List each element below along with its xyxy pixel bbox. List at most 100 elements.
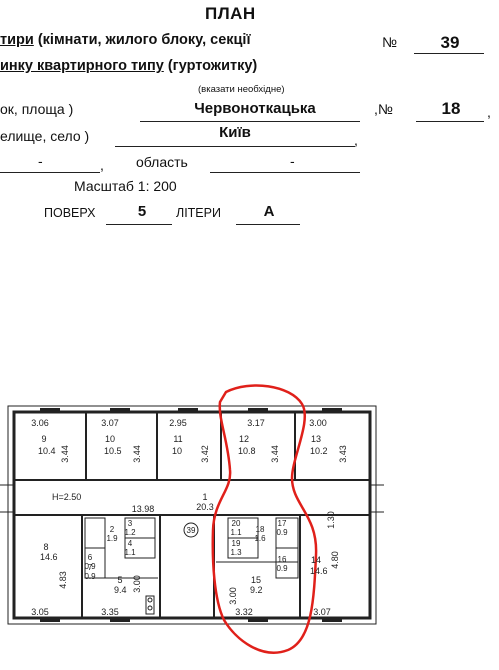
room-number-20: 20 — [232, 519, 241, 528]
room-area-17: 0.9 — [276, 528, 288, 537]
district-comma: , — [100, 157, 104, 173]
room-width-9: 3.06 — [31, 418, 49, 428]
room-number-11: 11 — [173, 434, 182, 444]
room-number-10: 10 — [105, 434, 115, 444]
room-number-2: 2 — [110, 525, 115, 534]
street-label: ок, площа ) — [0, 101, 74, 117]
room-depth-12: 3.44 — [270, 445, 280, 463]
ceiling-height: H=2.50 — [52, 492, 81, 502]
document-type-rest: (кімнати, жилого блоку, секції — [33, 32, 251, 48]
room-number-8: 8 — [43, 542, 48, 552]
room-area-8: 14.6 — [40, 552, 58, 562]
room-depth-8: 4.83 — [58, 571, 68, 589]
city-underline — [115, 146, 355, 147]
room-depth-10: 3.44 — [132, 445, 142, 463]
outer-wall-line — [7, 405, 377, 625]
building-type-rest: (гуртожитку) — [163, 58, 258, 74]
building-type-underlined: инку квартирного типу — [0, 58, 164, 74]
room-width-10: 3.07 — [101, 418, 119, 428]
room-area-13: 10.2 — [310, 446, 328, 456]
room-bottom-dim-14: 3.07 — [313, 607, 331, 617]
room-area-2: 1.9 — [106, 534, 118, 543]
room-width-11: 2.95 — [169, 418, 187, 428]
scale-text: Масштаб 1: 200 — [74, 178, 177, 194]
apartment-marker-circle — [183, 522, 199, 538]
room-number-9: 9 — [41, 434, 46, 444]
room-bottom-dim-5: 3.35 — [101, 607, 119, 617]
floor-value: 5 — [137, 203, 147, 220]
corridor-width-dim: 1.30 — [326, 511, 336, 529]
room-number-16: 16 — [278, 555, 287, 564]
region-label: область — [136, 154, 188, 170]
room-number-13: 13 — [311, 434, 321, 444]
house-number-value: 18 — [441, 99, 461, 118]
document-type-line-2: инку квартирного типу (гуртожитку) — [0, 58, 257, 74]
district-underline — [0, 172, 100, 173]
room-width-13: 3.00 — [309, 418, 327, 428]
city-label: елище, село ) — [0, 128, 90, 144]
room-area-18: 1.6 — [254, 534, 266, 543]
room-depth-5: 3.00 — [132, 575, 142, 593]
room-area-4: 1.1 — [124, 548, 136, 557]
apartment-number-underline — [414, 53, 484, 54]
room-area-6: 0.9 — [84, 562, 96, 571]
room-number-5: 5 — [117, 575, 122, 585]
street-underline — [140, 121, 360, 122]
room-number-7: 7 — [88, 563, 93, 572]
specify-hint: (вказати необхідне) — [198, 84, 285, 95]
room-area-7: 0.9 — [84, 572, 96, 581]
city-comma: , — [354, 132, 358, 148]
letter-value: А — [263, 203, 275, 220]
room-area-5: 9.4 — [114, 585, 127, 595]
room-number-12: 12 — [239, 434, 249, 444]
room-bottom-dim-8: 3.05 — [31, 607, 49, 617]
room-number-17: 17 — [278, 519, 287, 528]
room-number-15: 15 — [251, 575, 261, 585]
room-number-14: 14 — [311, 555, 321, 565]
room-bottom-dim-15: 3.32 — [235, 607, 253, 617]
room-depth-9: 3.44 — [60, 445, 70, 463]
house-number-underline — [416, 121, 484, 122]
room-number-4: 4 — [128, 539, 133, 548]
room-area-3: 1.2 — [124, 528, 136, 537]
room-depth-13: 3.43 — [338, 445, 348, 463]
letter-label: ЛІТЕРИ — [176, 206, 221, 220]
floor-label: ПОВЕРХ — [44, 206, 96, 220]
room-number-1: 1 — [202, 492, 207, 502]
room-number-18: 18 — [256, 525, 265, 534]
document-type-underlined: тири — [0, 32, 34, 48]
floor-underline — [106, 224, 172, 225]
room-area-11: 10 — [172, 446, 182, 456]
region-underline — [210, 172, 360, 173]
room-depth-15: 3.00 — [228, 587, 238, 605]
corridor-length: 13.98 — [132, 504, 155, 514]
room-area-1: 20.3 — [196, 502, 214, 512]
room-depth-14: 4.80 — [330, 551, 340, 569]
district-dash: - — [38, 153, 43, 169]
room-number-6: 6 — [88, 553, 93, 562]
room-area-12: 10.8 — [238, 446, 256, 456]
letter-underline — [236, 224, 300, 225]
document-type-line-1: тири (кімнати, жилого блоку, секції — [0, 32, 251, 48]
room-area-16: 0.9 — [276, 564, 288, 573]
apartment-number-label: № — [382, 34, 398, 50]
apartment-number-value: 39 — [440, 33, 460, 52]
room-area-19: 1.3 — [230, 548, 242, 557]
room-number-19: 19 — [232, 539, 241, 548]
room-area-15: 9.2 — [250, 585, 263, 595]
region-dash: - — [290, 153, 295, 169]
house-number-comma: , — [487, 104, 491, 120]
room-area-20: 1.1 — [230, 528, 242, 537]
room-area-9: 10.4 — [38, 446, 56, 456]
room-number-3: 3 — [128, 519, 133, 528]
room-width-12: 3.17 — [247, 418, 265, 428]
page-title: ПЛАН — [205, 4, 256, 23]
city-value: Київ — [219, 124, 251, 141]
room-area-10: 10.5 — [104, 446, 122, 456]
street-value: Червоноткацька — [194, 100, 316, 117]
highlight-outline — [211, 384, 318, 654]
apartment-marker: 39 — [187, 526, 196, 535]
room-depth-11: 3.42 — [200, 445, 210, 463]
room-area-14: 14.6 — [310, 566, 328, 576]
